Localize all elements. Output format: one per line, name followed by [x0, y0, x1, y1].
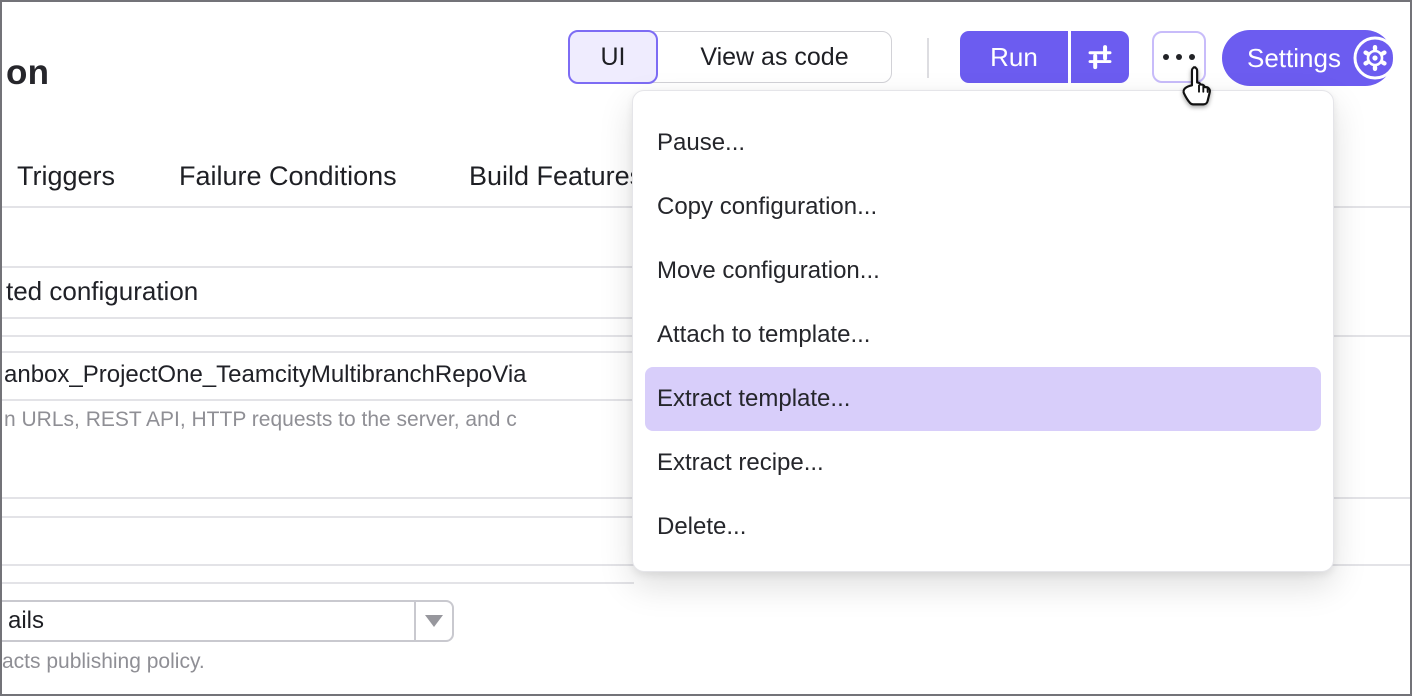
tab-triggers[interactable]: Triggers	[17, 161, 116, 191]
field-top-border	[2, 266, 634, 268]
ellipsis-icon	[1176, 54, 1182, 60]
ellipsis-icon	[1189, 54, 1195, 60]
view-mode-toggle: UI View as code	[568, 30, 892, 84]
menu-item-delete[interactable]: Delete...	[657, 513, 747, 540]
menu-item-extract-recipe[interactable]: Extract recipe...	[657, 449, 824, 476]
settings-button[interactable]: Settings	[1222, 30, 1397, 86]
sliders-icon	[1084, 41, 1116, 73]
run-button[interactable]: Run	[960, 31, 1068, 83]
artifacts-policy-help: acts publishing policy.	[2, 650, 205, 673]
view-mode-ui-button[interactable]: UI	[568, 30, 658, 84]
field-top-border	[2, 516, 634, 518]
menu-item-copy-configuration[interactable]: Copy configuration...	[657, 193, 878, 220]
triangle-down-icon	[425, 615, 443, 627]
page-title: on	[6, 53, 50, 93]
id-field-top-border	[2, 351, 634, 353]
run-options-button[interactable]	[1071, 31, 1129, 83]
gear-icon	[1352, 35, 1398, 81]
build-configuration-id-value: anbox_ProjectOne_TeamcityMultibranchRepo…	[4, 361, 527, 388]
settings-button-label: Settings	[1247, 42, 1341, 73]
tab-build-features[interactable]: Build Features	[469, 161, 644, 191]
build-configuration-id-help: n URLs, REST API, HTTP requests to the s…	[4, 408, 517, 431]
field-bottom-border	[2, 317, 634, 319]
tab-failure-conditions[interactable]: Failure Conditions	[179, 161, 397, 191]
id-field-bottom-border	[2, 399, 634, 401]
menu-item-attach-to-template[interactable]: Attach to template...	[657, 321, 871, 348]
actions-dropdown-menu: Pause... Copy configuration... Move conf…	[632, 90, 1334, 572]
toolbar-separator	[927, 38, 929, 78]
select-arrow-button[interactable]	[414, 602, 452, 640]
menu-item-extract-template[interactable]: Extract template...	[645, 367, 1321, 431]
configuration-row-text: ted configuration	[6, 276, 199, 306]
row-divider	[2, 582, 634, 584]
menu-item-move-configuration[interactable]: Move configuration...	[657, 257, 880, 284]
artifacts-policy-select-value: ails	[8, 607, 45, 634]
artifacts-policy-select[interactable]: ails	[2, 600, 454, 642]
hand-pointer-cursor	[1178, 65, 1220, 116]
view-as-code-button[interactable]: View as code	[658, 32, 891, 82]
ellipsis-icon	[1163, 54, 1169, 60]
menu-item-pause[interactable]: Pause...	[657, 129, 746, 156]
